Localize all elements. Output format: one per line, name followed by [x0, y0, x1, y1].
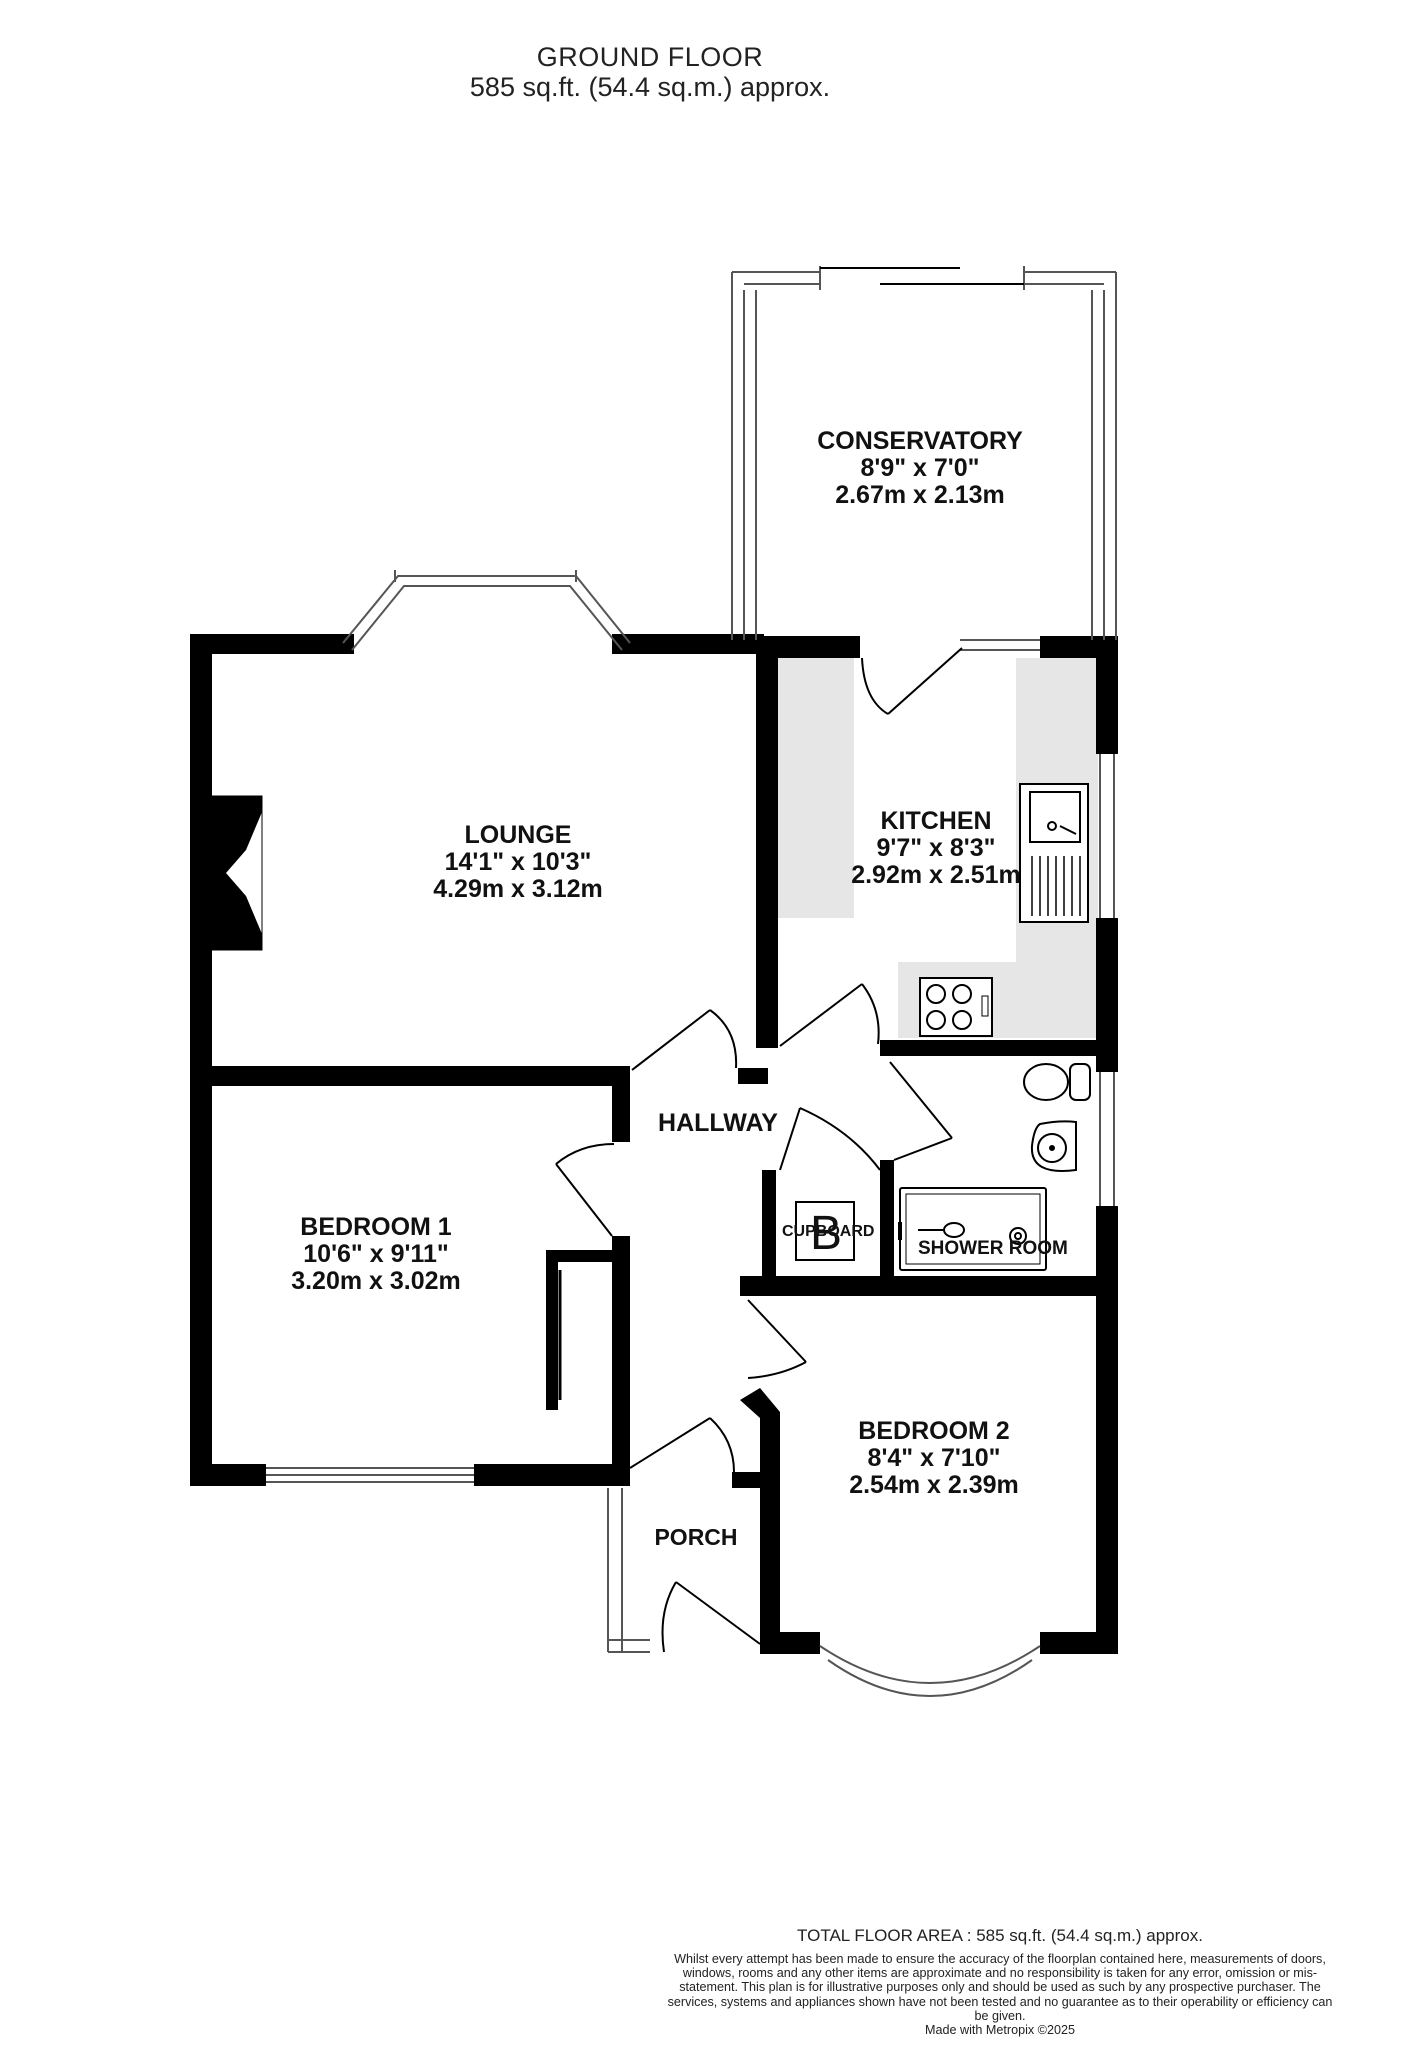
room-name: CONSERVATORY	[817, 427, 1023, 455]
room-imperial: 9'7" x 8'3"	[876, 834, 996, 862]
room-metric: 3.20m x 3.02m	[291, 1267, 461, 1295]
cupboard-label: CUPBOARD	[782, 1223, 875, 1240]
room-imperial: 10'6" x 9'11"	[303, 1240, 449, 1268]
made-with: Made with Metropix ©2025	[925, 2023, 1075, 2037]
room-metric: 2.92m x 2.51m	[851, 861, 1021, 889]
sink-icon	[1019, 783, 1089, 923]
boiler-symbol: B	[810, 1207, 843, 1260]
room-lounge: LOUNGE 14'1" x 10'3" 4.29m x 3.12m	[433, 822, 603, 903]
room-metric: 2.67m x 2.13m	[835, 481, 1005, 509]
boiler-box	[795, 1201, 855, 1261]
room-metric: 2.54m x 2.39m	[849, 1471, 1019, 1499]
floor-name: GROUND FLOOR	[536, 42, 764, 72]
room-porch: PORCH	[654, 1524, 737, 1551]
room-bedroom-2: BEDROOM 2 8'4" x 7'10" 2.54m x 2.39m	[849, 1418, 1019, 1499]
room-name: LOUNGE	[464, 821, 572, 849]
doors	[555, 647, 963, 1653]
room-imperial: 14'1" x 10'3"	[444, 848, 592, 876]
room-name: HALLWAY	[658, 1109, 778, 1137]
room-bedroom-1: BEDROOM 1 10'6" x 9'11" 3.20m x 3.02m	[291, 1214, 461, 1295]
disclaimer: Whilst every attempt has been made to en…	[667, 1952, 1333, 2023]
walls	[190, 634, 1118, 1654]
room-metric: 4.29m x 3.12m	[433, 875, 603, 903]
hob-icon	[919, 977, 993, 1037]
wardrobe	[546, 1270, 562, 1410]
room-imperial: 8'9" x 7'0"	[860, 454, 980, 482]
floor-area: 585 sq.ft. (54.4 sq.m.) approx.	[469, 72, 831, 102]
windows	[266, 266, 1117, 1697]
sliding-door	[820, 267, 1024, 285]
room-name: BEDROOM 2	[858, 1417, 1010, 1445]
shower-room-label: SHOWER ROOM	[918, 1238, 1068, 1259]
shower-tray-icon	[898, 1187, 1047, 1271]
basin-icon	[1030, 1120, 1077, 1172]
room-imperial: 8'4" x 7'10"	[867, 1444, 1001, 1472]
toilet-icon	[1023, 1063, 1091, 1101]
total-floor-area: TOTAL FLOOR AREA : 585 sq.ft. (54.4 sq.m…	[797, 1926, 1203, 1945]
room-conservatory: CONSERVATORY 8'9" x 7'0" 2.67m x 2.13m	[817, 428, 1023, 509]
room-name: BEDROOM 1	[300, 1213, 452, 1241]
room-hallway: HALLWAY	[658, 1110, 778, 1137]
room-kitchen: KITCHEN 9'7" x 8'3" 2.92m x 2.51m	[851, 808, 1021, 889]
fireplace-icon	[211, 795, 263, 951]
room-name: PORCH	[654, 1524, 738, 1550]
room-name: KITCHEN	[880, 807, 992, 835]
